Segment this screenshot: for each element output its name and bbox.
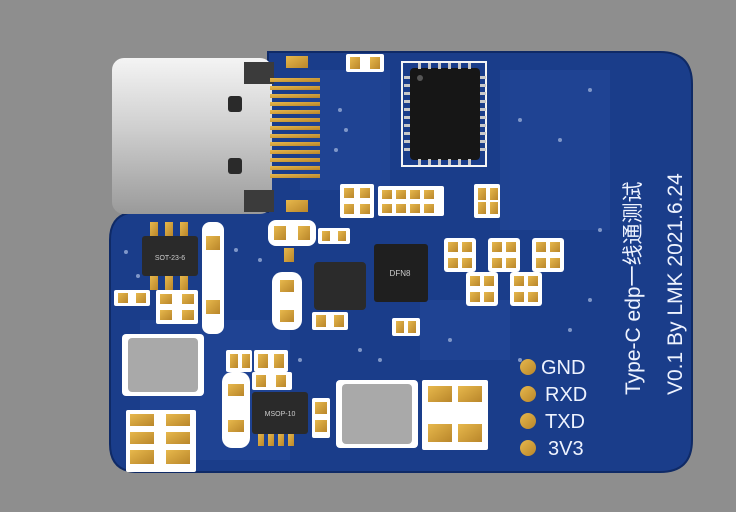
sot23-marking: SOT-23-6 <box>155 255 185 262</box>
dfn8-ic <box>374 244 428 302</box>
header-pins <box>520 359 536 456</box>
inductor-1 <box>128 338 198 392</box>
smd-passives <box>114 54 564 472</box>
pin-label-gnd: GND <box>541 357 585 379</box>
msop10-marking: MSOP-10 <box>265 411 296 418</box>
board-version-silkscreen: V0.1 By LMK 2021.6.24 <box>664 173 687 395</box>
qfn-ic <box>401 61 487 167</box>
sot23-ic <box>142 236 198 276</box>
pin-label-txd: TXD <box>545 411 585 433</box>
usb-c-pins <box>270 56 320 212</box>
pin-label-rxd: RXD <box>545 384 587 406</box>
qfn16-ic <box>314 262 366 310</box>
pin-label-3v3: 3V3 <box>548 438 584 460</box>
inductor-2 <box>342 384 412 444</box>
board-title-silkscreen: Type-C edp一线通测试 <box>622 181 645 395</box>
usb-c-connector <box>112 58 274 214</box>
ground-pour <box>140 70 610 460</box>
msop10-ic <box>252 392 308 434</box>
dfn8-marking: DFN8 <box>390 269 411 278</box>
vias <box>124 88 602 362</box>
